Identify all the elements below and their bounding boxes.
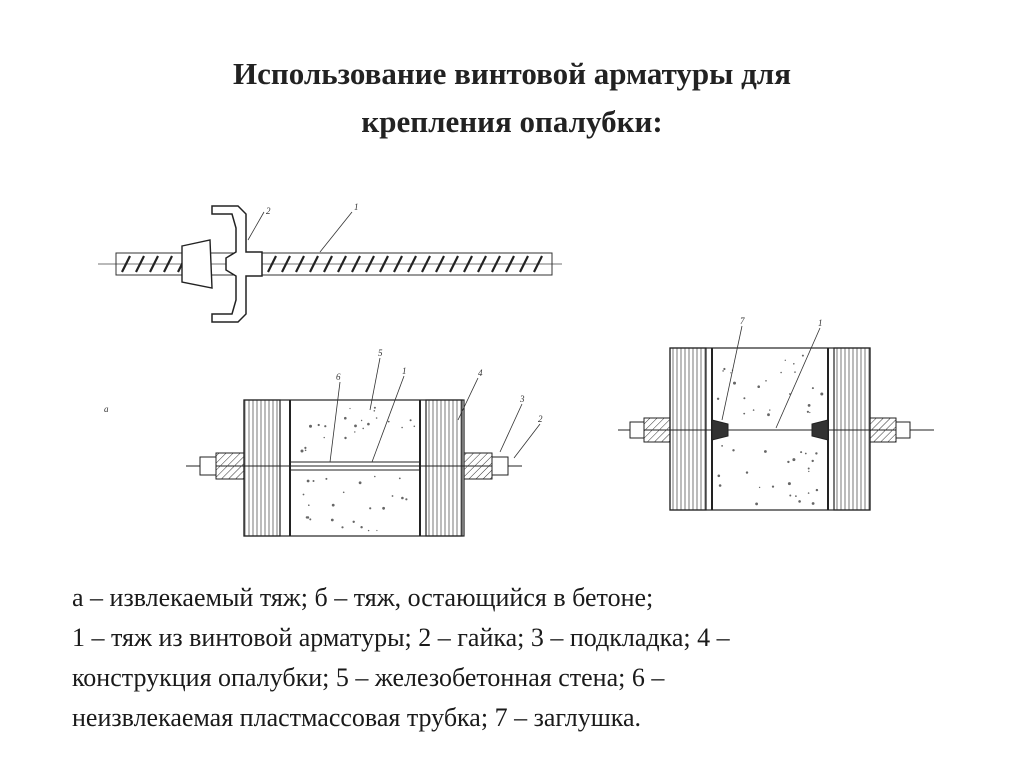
plug-left (711, 419, 729, 441)
formwork-left-b (669, 347, 707, 511)
nut-body (181, 239, 213, 289)
label-top-1: 1 (354, 202, 359, 212)
washer-right-b (869, 417, 897, 443)
removable-tie-assembly: а 6 5 1 4 3 2 (104, 348, 543, 537)
washer-left (215, 452, 245, 480)
washer-flange (211, 205, 263, 323)
formwork-right (425, 399, 463, 537)
nut-left-b (629, 421, 645, 439)
slide-title-line-2: крепления опалубки: (361, 104, 663, 139)
concrete-specks-b (716, 354, 824, 506)
label-left-5: 5 (378, 348, 383, 358)
label-left-2: 2 (538, 414, 543, 424)
washer-left-b (643, 417, 671, 443)
label-right-7: 7 (740, 316, 745, 326)
caption-line-1: а – извлекаемый тяж; б – тяж, остающийся… (72, 583, 654, 612)
screw-rebar-detail: 2 1 (98, 202, 562, 323)
label-a: а (104, 404, 109, 414)
label-top-2: 2 (266, 206, 271, 216)
formwork-left (243, 399, 281, 537)
nut-left (199, 456, 217, 476)
embedded-tie-assembly: 7 1 (618, 316, 934, 511)
rebar-thread (121, 255, 543, 273)
slide-title-line-1: Использование винтовой арматуры для (233, 56, 791, 91)
label-left-3: 3 (519, 394, 525, 404)
slide-title: Использование винтовой арматуры для креп… (0, 50, 1024, 146)
label-left-6: 6 (336, 372, 341, 382)
caption-line-4: неизвлекаемая пластмассовая трубка; 7 – … (72, 703, 641, 732)
nut-right (491, 456, 509, 476)
formwork-right-b (833, 347, 871, 511)
figure-caption: а – извлекаемый тяж; б – тяж, остающийся… (72, 578, 972, 738)
label-left-4: 4 (478, 368, 483, 378)
concrete-specks (300, 406, 416, 532)
nut-right-b (895, 421, 911, 439)
caption-line-3: конструкция опалубки; 5 – железобетонная… (72, 663, 665, 692)
label-right-1: 1 (818, 318, 823, 328)
plastic-tube (289, 461, 421, 471)
washer-right (463, 452, 493, 480)
caption-line-2: 1 – тяж из винтовой арматуры; 2 – гайка;… (72, 623, 730, 652)
plug-right (811, 419, 829, 441)
label-left-1: 1 (402, 366, 407, 376)
